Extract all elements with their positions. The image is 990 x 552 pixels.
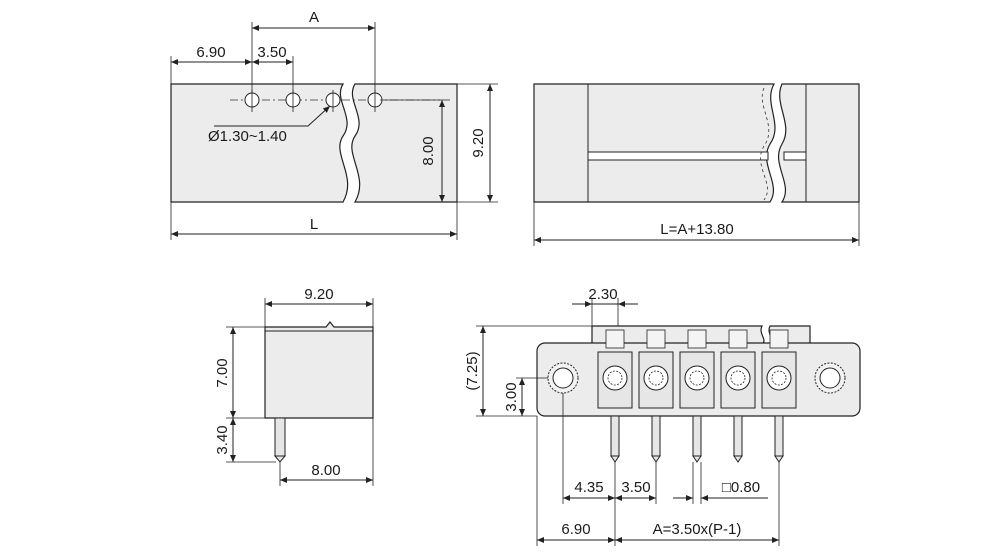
dim-pin-height-label: 3.00 [503, 382, 520, 411]
terminal-4 [720, 329, 756, 409]
dim-3-50-label: 3.50 [621, 479, 650, 496]
dim-pitch-label: 3.50 [257, 44, 286, 61]
dim-overall-label: (7.25) [464, 351, 481, 390]
dim-pin-length-label: 3.40 [214, 425, 231, 454]
dim-edge-label: 6.90 [196, 44, 225, 61]
side-view-body [264, 321, 374, 419]
dim-a-label: A [309, 9, 319, 26]
front-view-slot [587, 151, 769, 161]
dim-4-35-label: 4.35 [574, 479, 603, 496]
connector-view: 2.30 (7.25) 3.00 4.35 3.50 □0.80 6.90 A=… [464, 286, 861, 546]
dim-body-height-label: 7.00 [214, 358, 231, 387]
dim-hole-label: Ø1.30~1.40 [208, 128, 287, 145]
top-view: A 6.90 3.50 Ø1.30~1.40 8.00 9.20 L [170, 9, 498, 240]
front-view-body-left [533, 83, 776, 203]
terminal-5 [761, 329, 797, 409]
dim-length-label: L [310, 216, 318, 233]
dim-pin-offset-label: 8.00 [311, 462, 340, 479]
front-view: L=A+13.80 [533, 83, 860, 246]
dim-6-90-label: 6.90 [561, 521, 590, 538]
dim-front-length-label: L=A+13.80 [660, 221, 733, 238]
dim-flange-label: 2.30 [588, 286, 617, 303]
mount-screw-left [547, 362, 579, 394]
side-view: 9.20 7.00 3.40 8.00 [214, 286, 374, 486]
side-view-pin [274, 417, 286, 457]
terminal-2 [638, 329, 674, 409]
top-view-body-left [170, 83, 349, 203]
top-view-body-right [351, 83, 458, 203]
dim-hole-row-label: 8.00 [420, 136, 437, 165]
mount-screw-right [814, 362, 846, 394]
front-view-body-right [777, 83, 860, 203]
terminal-3 [679, 329, 715, 409]
connector-pins [610, 415, 784, 463]
dim-height-label: 9.20 [470, 128, 487, 157]
terminal-1 [597, 329, 633, 409]
dim-pin-square-label: □0.80 [722, 479, 760, 496]
dim-side-width-label: 9.20 [304, 286, 333, 303]
dim-a-formula-label: A=3.50x(P-1) [653, 521, 742, 538]
